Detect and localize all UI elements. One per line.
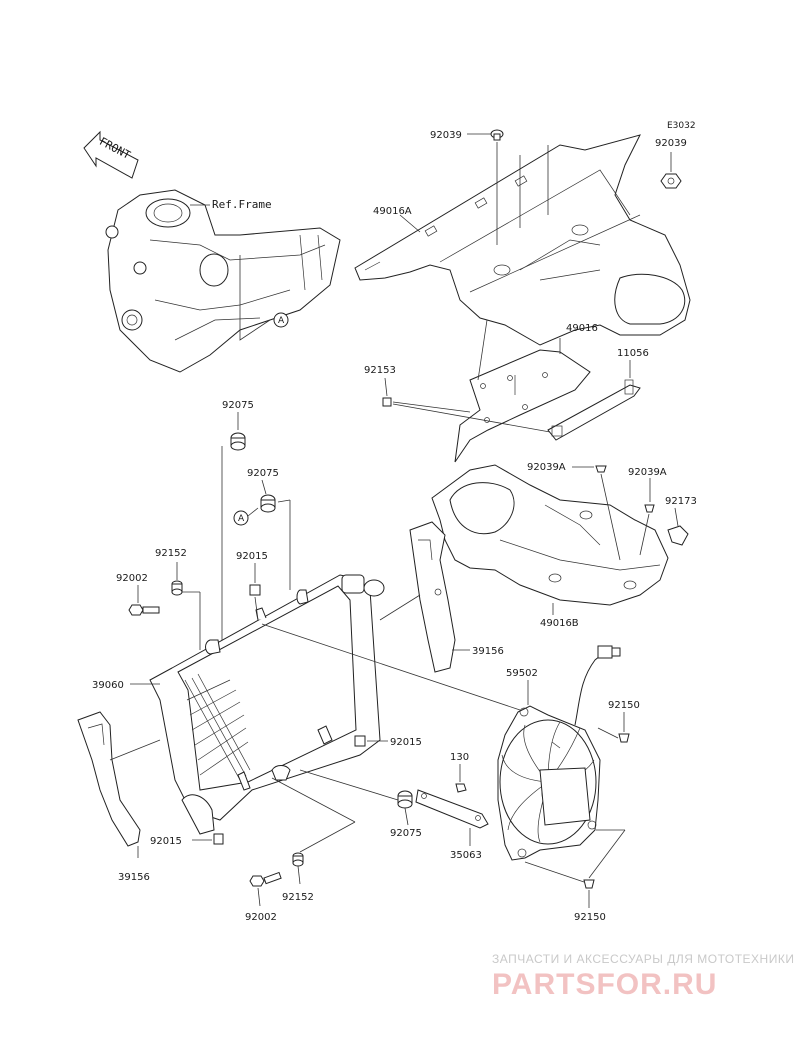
label-49016: 49016 (566, 323, 598, 334)
bolt-92039a-right-icon (644, 504, 655, 513)
front-arrow-icon: FRONT (83, 130, 139, 179)
label-39060: 39060 (92, 680, 124, 691)
grommet-92075-top-icon (230, 432, 246, 451)
bolt-92150-top-icon (618, 733, 630, 743)
label-92152-a: 92152 (155, 548, 187, 559)
bracket-49016-drawing (454, 349, 591, 463)
label-92150-a: 92150 (608, 700, 640, 711)
cover-49016a-drawing (354, 134, 691, 346)
ref-frame-label: Ref.Frame (212, 198, 272, 211)
clip-92015-right-icon (354, 735, 366, 747)
label-92039-b: 92039 (655, 138, 687, 149)
bolt-92150-bottom-icon (583, 879, 595, 889)
bolt-92039a-left-icon (595, 465, 607, 473)
callout-a-circle (273, 312, 289, 328)
label-92039a-b: 92039A (628, 467, 667, 478)
frame-drawing (105, 189, 341, 373)
shroud-39156-right-drawing (409, 521, 456, 673)
callout-a-circle-mid (233, 510, 249, 526)
label-92015-c: 92015 (150, 836, 182, 847)
clip-92173-icon (667, 525, 689, 546)
diagram-code: E3032 (667, 121, 696, 131)
bolt-92039-top-icon (490, 129, 504, 141)
bolt-92002-top-icon (128, 604, 160, 616)
bolt-130-icon (455, 783, 467, 793)
label-39156-a: 39156 (118, 872, 150, 883)
clip-92015-top-icon (249, 584, 261, 596)
label-92173: 92173 (665, 496, 697, 507)
label-92015-a: 92015 (236, 551, 268, 562)
label-92075-b: 92075 (247, 468, 279, 479)
cover-49016b-drawing (431, 464, 669, 606)
collar-92152-bottom-icon (292, 852, 304, 867)
label-92153: 92153 (364, 365, 396, 376)
collar-92152-top-icon (171, 580, 183, 596)
radiator-39060-drawing (149, 574, 385, 835)
label-130: 130 (450, 752, 469, 763)
label-92015-b: 92015 (390, 737, 422, 748)
shroud-39156-left-drawing (77, 711, 141, 847)
label-59502: 59502 (506, 668, 538, 679)
bolt-92153-icon (382, 397, 392, 407)
bolt-92002-bottom-icon (249, 871, 282, 887)
label-39156-b: 39156 (472, 646, 504, 657)
label-92075-a: 92075 (222, 400, 254, 411)
label-35063: 35063 (450, 850, 482, 861)
label-92039a-a: 92039A (527, 462, 566, 473)
watermark-logo: PARTSFOR.RU (492, 968, 717, 1001)
clip-92015-bottom-icon (213, 833, 224, 845)
bracket-11056-drawing (547, 379, 641, 441)
label-92150-b: 92150 (574, 912, 606, 923)
grommet-92075-mid-icon (260, 494, 276, 513)
callout-a-top: A (278, 316, 285, 326)
label-11056: 11056 (617, 348, 649, 359)
bracket-35063-drawing (415, 789, 489, 829)
label-92002-a: 92002 (116, 573, 148, 584)
fan-59502-drawing (497, 645, 621, 861)
watermark-tagline: ЗАПЧАСТИ И АКСЕССУАРЫ ДЛЯ МОТОТЕХНИКИ (492, 952, 794, 966)
grommet-92075-bottom-icon (397, 790, 413, 809)
label-49016a: 49016A (373, 206, 412, 217)
label-49016b: 49016B (540, 618, 579, 629)
label-92039-a: 92039 (430, 130, 462, 141)
label-92002-b: 92002 (245, 912, 277, 923)
label-92152-b: 92152 (282, 892, 314, 903)
nut-92039-right-icon (660, 173, 682, 189)
callout-a-mid: A (238, 514, 245, 524)
label-92075-c: 92075 (390, 828, 422, 839)
